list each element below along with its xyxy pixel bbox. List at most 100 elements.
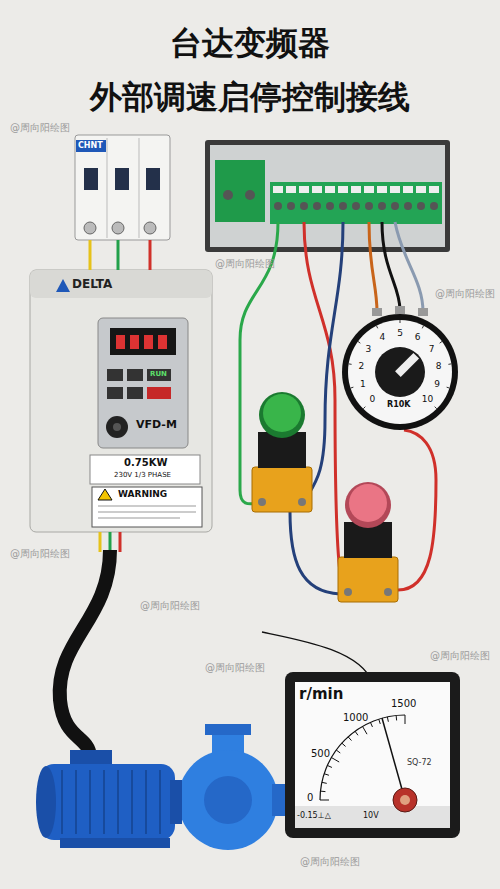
scale-tick — [320, 800, 329, 801]
scale-tick — [336, 750, 340, 753]
dial-tick — [435, 407, 437, 409]
terminal-screw — [430, 202, 438, 210]
scale-tick — [379, 719, 381, 724]
terminal-screw — [300, 202, 308, 210]
terminal-tag — [377, 186, 387, 193]
dial-number: 1 — [360, 379, 366, 389]
terminal-screw — [287, 202, 295, 210]
dial-number: 0 — [370, 394, 376, 404]
watermark: @周向阳绘图 — [10, 548, 70, 560]
scale-tick — [322, 782, 327, 783]
dial-tick — [447, 387, 450, 389]
watermark: @周向阳绘图 — [10, 122, 70, 134]
node-text: 500 — [311, 748, 330, 760]
dial-tick — [440, 341, 442, 343]
terminal-screw — [274, 202, 282, 210]
scale-tick — [327, 765, 332, 767]
motor-fin — [145, 770, 147, 834]
terminal-tag — [416, 186, 426, 193]
terminal-tag — [273, 186, 283, 193]
node-text: 0 — [307, 792, 313, 804]
dial-number: 9 — [434, 379, 440, 389]
terminal-tag — [364, 186, 374, 193]
motor-fin — [61, 770, 63, 834]
scale-tick — [324, 774, 329, 776]
watermark: @周向阳绘图 — [205, 662, 265, 674]
terminal-screw — [313, 202, 321, 210]
watermark: @周向阳绘图 — [430, 650, 490, 662]
scale-tick — [331, 758, 339, 763]
dial-tick — [351, 387, 354, 389]
dial-tick — [400, 320, 401, 323]
terminal-screw — [339, 202, 347, 210]
dial-tick — [376, 326, 377, 329]
node-text: 1000 — [343, 712, 368, 724]
watermark: @周向阳绘图 — [435, 288, 495, 300]
terminal-screw — [417, 202, 425, 210]
power-wire — [149, 240, 152, 270]
terminal-screw — [378, 202, 386, 210]
node-text: r/min — [299, 686, 343, 703]
motor-fin — [75, 770, 77, 834]
scale-tick — [342, 743, 346, 746]
dial-tick — [363, 407, 365, 409]
terminal-tag — [338, 186, 348, 193]
terminal-tag — [390, 186, 400, 193]
terminal-screw — [404, 202, 412, 210]
dial-number: 4 — [379, 332, 385, 342]
dial-number: 2 — [359, 361, 365, 371]
node-text: 0.75KW — [124, 457, 167, 469]
node-text: 1500 — [391, 698, 416, 710]
node-text: -0.15⊥△ — [297, 811, 331, 820]
watermark: @周向阳绘图 — [215, 258, 275, 270]
inverter-box: DELTARUNVFD-M0.75KW230V 1/3 PHASEWARNING — [30, 270, 212, 532]
node-text: DELTA — [72, 278, 112, 292]
watermark: @周向阳绘图 — [140, 600, 200, 612]
terminal-tag — [403, 186, 413, 193]
node-text: RUN — [150, 370, 167, 378]
terminal-screw — [245, 190, 255, 200]
dial-number: 7 — [429, 344, 435, 354]
scale-tick — [387, 717, 388, 722]
motor-fin — [159, 770, 161, 834]
title: 台达变频器 外部调速启停控制接线 — [60, 16, 440, 124]
terminal-screw — [391, 202, 399, 210]
scale-tick — [348, 737, 351, 741]
power-wire — [89, 240, 92, 270]
node-text: 10V — [363, 811, 379, 820]
circuit-breaker: CHNT — [75, 135, 170, 240]
dial-tick — [422, 326, 423, 329]
node-text: R10K — [387, 400, 411, 409]
scale-tick — [405, 715, 406, 724]
motor-fin — [89, 770, 91, 834]
dial-number: 10 — [422, 394, 433, 404]
dial-number: 5 — [397, 328, 403, 338]
dial-number: 8 — [436, 361, 442, 371]
terminal-screw — [223, 190, 233, 200]
scale-tick — [370, 722, 372, 727]
dial-tick — [358, 341, 360, 343]
node-text: WARNING — [118, 489, 167, 499]
terminal-screw — [326, 202, 334, 210]
speed-gauge: r/min 1500 1000 500 0 SQ-72 -0.15⊥△ 10V — [285, 672, 460, 838]
terminal-tag — [312, 186, 322, 193]
terminal-screw — [365, 202, 373, 210]
scale-tick — [396, 715, 398, 720]
terminal-tag — [286, 186, 296, 193]
motor-fin — [131, 770, 133, 834]
terminal-tag — [325, 186, 335, 193]
dial-number: 6 — [415, 332, 421, 342]
dial-tick — [448, 363, 451, 364]
motor-fin — [117, 770, 119, 834]
terminal-tag — [429, 186, 439, 193]
terminal-screw — [352, 202, 360, 210]
node-text: CHNT — [78, 141, 103, 150]
motor-fin — [103, 770, 105, 834]
node-text: SQ-72 — [407, 758, 432, 767]
dial-number: 3 — [366, 344, 372, 354]
watermark: @周向阳绘图 — [300, 856, 360, 868]
scale-tick — [355, 731, 358, 735]
scale-tick — [363, 726, 368, 734]
node-text: 230V 1/3 PHASE — [114, 471, 171, 479]
